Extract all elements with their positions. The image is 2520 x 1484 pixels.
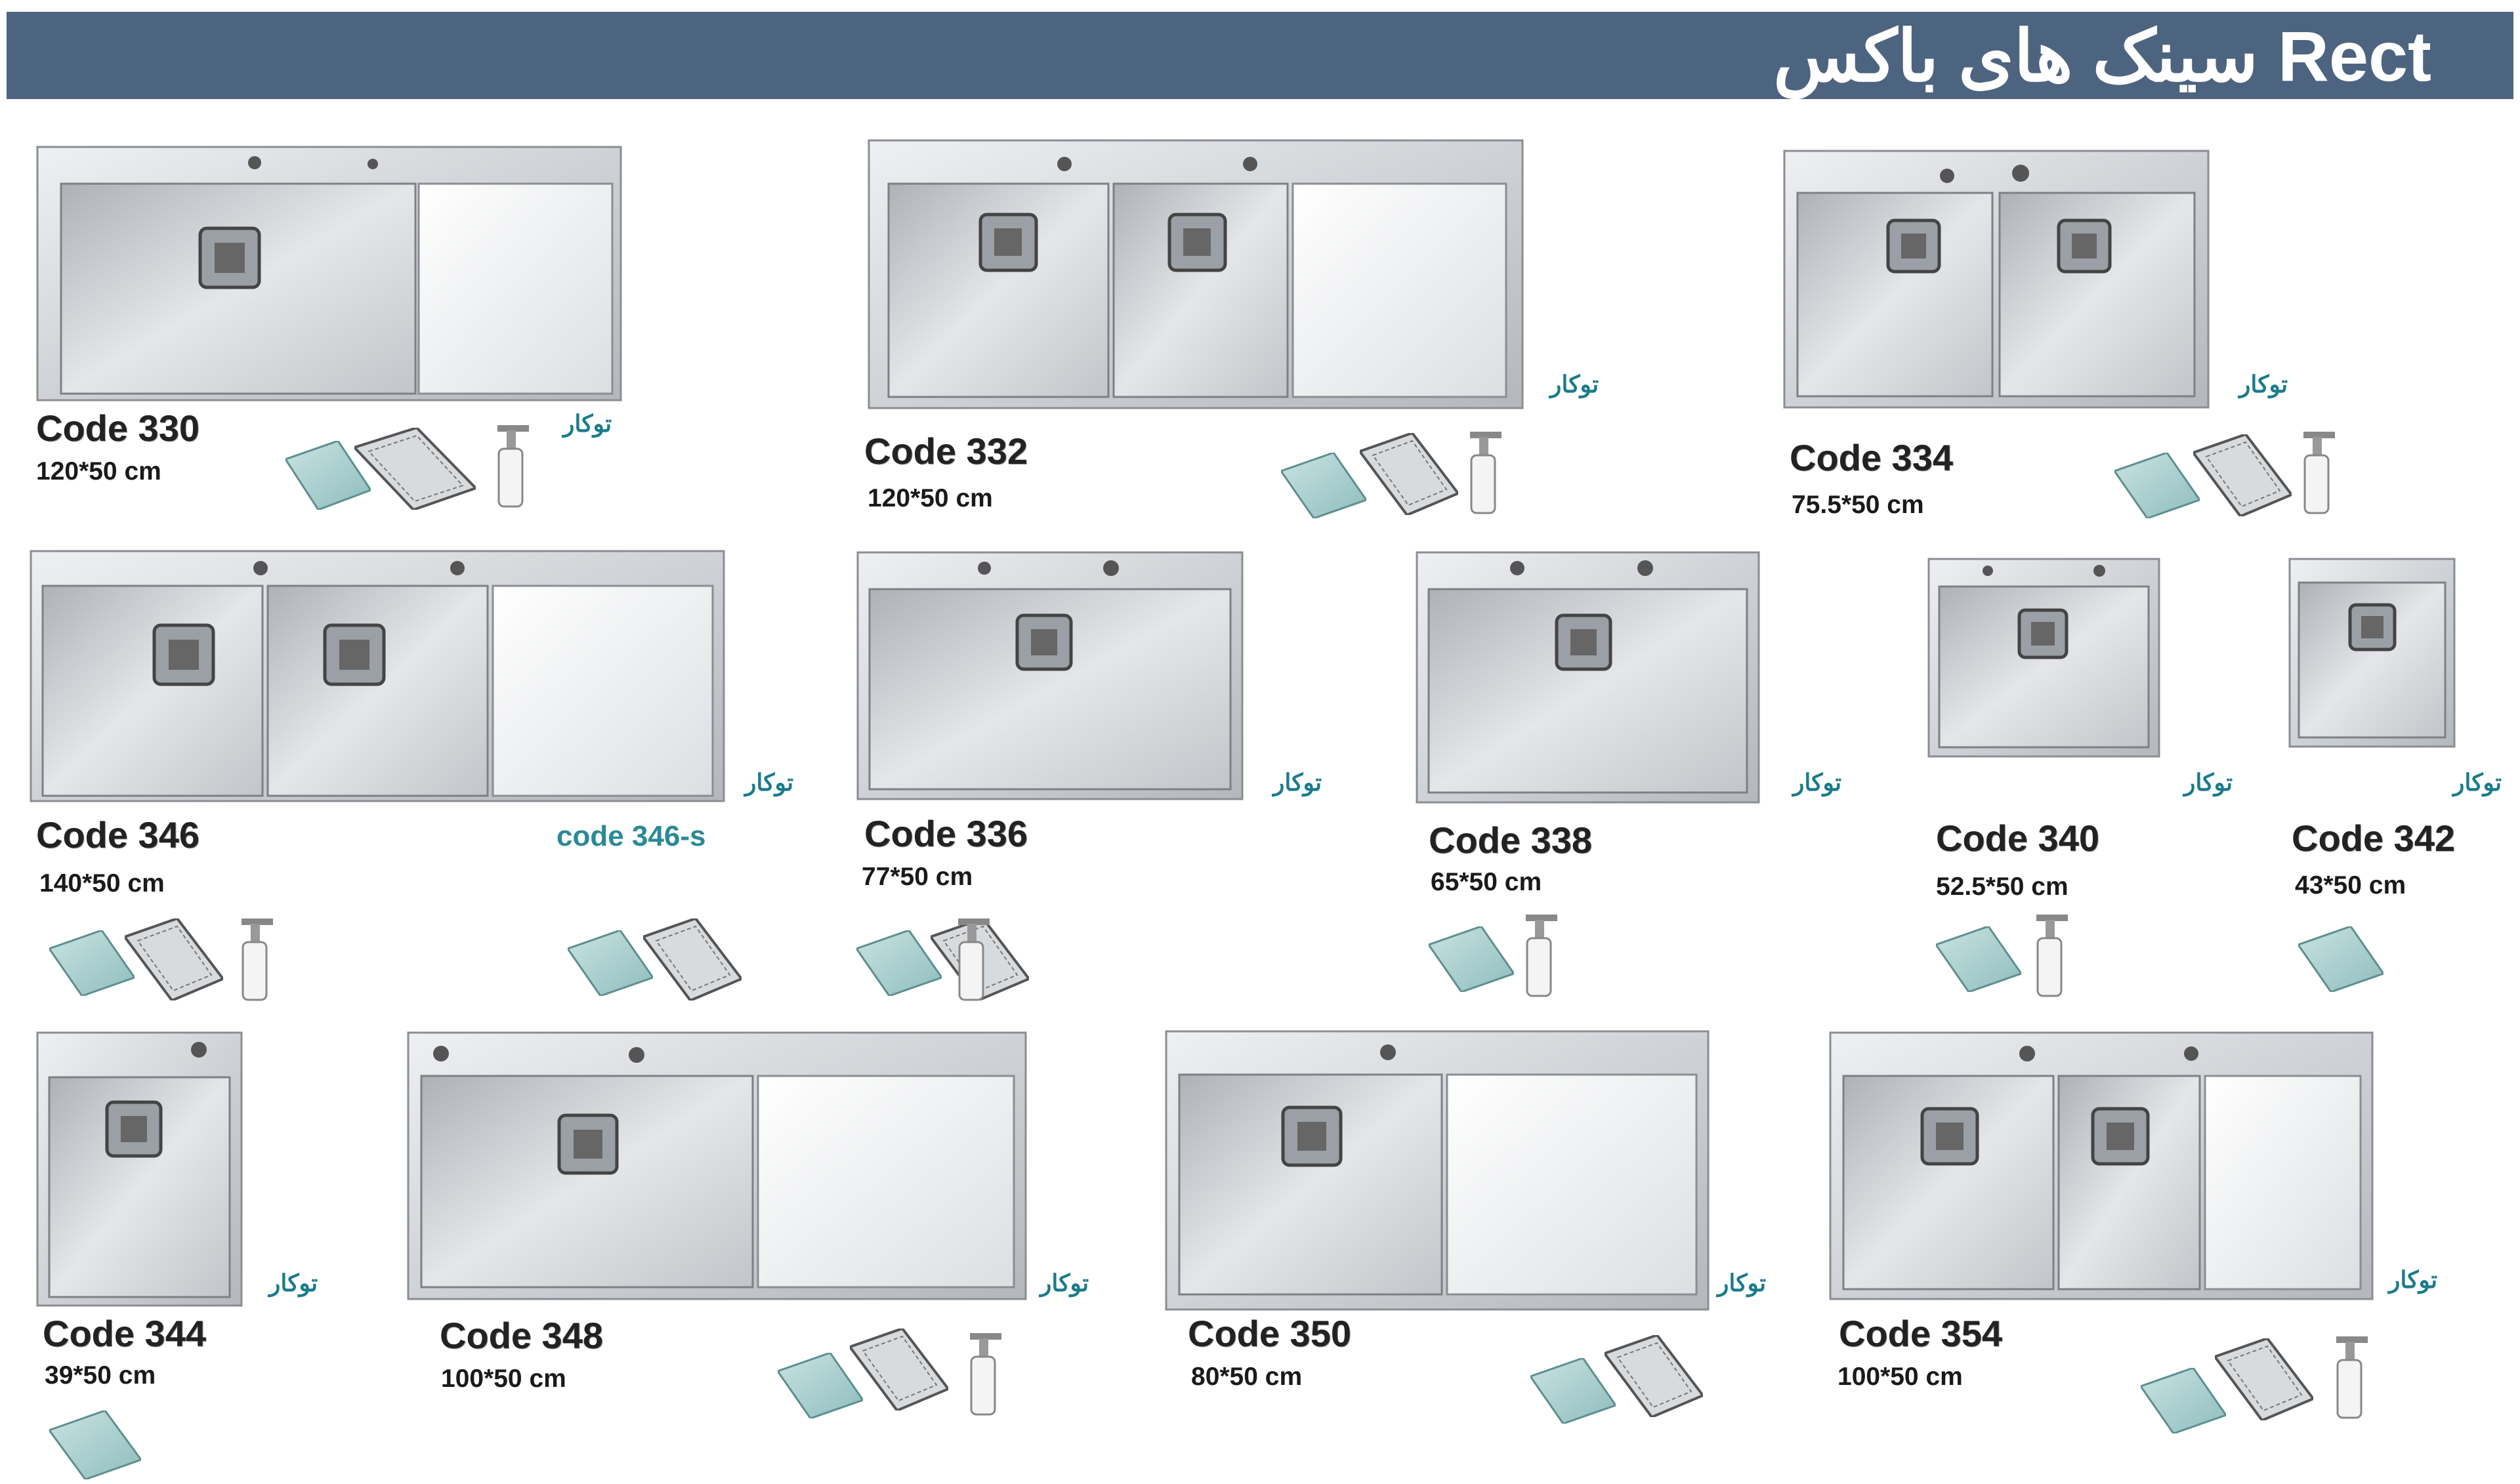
- sink-image: [1829, 1031, 2374, 1300]
- cutting-board-icon: [49, 930, 135, 996]
- soap-dispenser-icon: [1465, 430, 1504, 516]
- sink-image: [407, 1031, 1027, 1300]
- overlay-label: توکار: [563, 410, 612, 437]
- overlay-label: توکار: [1040, 1269, 1089, 1296]
- header-banner: سینک های باکس Rect: [7, 12, 2513, 99]
- product-code: Code 332: [864, 430, 1028, 472]
- sink-image: [2288, 558, 2456, 748]
- cutting-board-icon: [1281, 453, 1366, 518]
- drainer-tray-icon: [850, 1329, 948, 1411]
- overlay-label: توکار: [2389, 1266, 2438, 1293]
- overlay-label: توکار: [269, 1269, 318, 1296]
- overlay-label: توکار: [1273, 769, 1322, 796]
- cutting-board-icon: [285, 441, 371, 510]
- product-size: 77*50 cm: [862, 863, 973, 891]
- cutting-board-icon: [1530, 1358, 1616, 1424]
- soap-dispenser-icon: [2031, 913, 2070, 999]
- variant-code: code 346-s: [556, 820, 706, 852]
- drainer-tray-icon: [354, 428, 476, 510]
- drainer-tray-icon: [643, 918, 742, 1000]
- overlay-label: توکار: [1550, 371, 1599, 398]
- product-size: 140*50 cm: [39, 869, 165, 897]
- overlay-label: توکار: [1793, 769, 1842, 796]
- sink-image: [30, 550, 725, 802]
- drainer-tray-icon: [125, 918, 223, 1000]
- product-code: Code 336: [864, 813, 1028, 854]
- overlay-label: توکار: [2453, 769, 2502, 796]
- product-code: Code 354: [1839, 1313, 2002, 1354]
- cutting-board-icon: [49, 1411, 141, 1479]
- drainer-tray-icon: [2215, 1338, 2313, 1420]
- product-size: 43*50 cm: [2295, 871, 2406, 899]
- product-code: Code 344: [43, 1313, 206, 1354]
- soap-dispenser-icon: [1521, 913, 1560, 999]
- overlay-label: توکار: [745, 769, 794, 796]
- cutting-board-icon: [2114, 453, 2200, 518]
- product-size: 120*50 cm: [868, 484, 993, 512]
- product-size: 52.5*50 cm: [1936, 873, 2068, 901]
- cutting-board-icon: [1429, 926, 1514, 992]
- sink-image: [1783, 150, 2210, 409]
- overlay-label: توکار: [1717, 1269, 1767, 1296]
- product-size: 75.5*50 cm: [1792, 491, 1924, 519]
- sink-image: [1416, 551, 1760, 804]
- soap-dispenser-icon: [492, 424, 532, 509]
- cutting-board-icon: [856, 930, 942, 996]
- cutting-board-icon: [568, 930, 653, 996]
- sink-image: [856, 551, 1244, 800]
- cutting-board-icon: [2298, 926, 2384, 992]
- soap-dispenser-icon: [2331, 1335, 2370, 1420]
- product-code: Code 334: [1790, 437, 1953, 478]
- product-code: Code 330: [36, 407, 200, 449]
- product-size: 80*50 cm: [1191, 1363, 1303, 1391]
- cutting-board-icon: [2141, 1368, 2226, 1433]
- product-size: 39*50 cm: [45, 1361, 156, 1390]
- sink-image: [1927, 558, 2160, 758]
- product-size: 100*50 cm: [441, 1365, 566, 1393]
- drainer-tray-icon: [2193, 434, 2292, 516]
- product-size: 65*50 cm: [1431, 868, 1542, 896]
- drainer-tray-icon: [1360, 433, 1458, 515]
- product-code: Code 346: [36, 814, 200, 855]
- product-code: Code 342: [2292, 817, 2455, 859]
- product-code: Code 348: [440, 1315, 603, 1356]
- sink-image: [36, 1031, 243, 1307]
- soap-dispenser-icon: [953, 917, 992, 1002]
- overlay-label: توکار: [2239, 371, 2288, 398]
- drainer-tray-icon: [1605, 1335, 1703, 1417]
- soap-dispenser-icon: [965, 1332, 1004, 1417]
- cutting-board-icon: [1936, 926, 2021, 992]
- product-size: 120*50 cm: [36, 457, 161, 485]
- page-title: سینک های باکس Rect: [1773, 16, 2431, 96]
- overlay-label: توکار: [2184, 769, 2233, 796]
- product-size: 100*50 cm: [1838, 1363, 1963, 1391]
- product-code: Code 338: [1429, 819, 1592, 861]
- cutting-board-icon: [778, 1353, 863, 1418]
- sink-image: [868, 139, 1524, 409]
- product-code: Code 340: [1936, 817, 2099, 859]
- sink-image: [1165, 1030, 1710, 1311]
- product-code: Code 350: [1188, 1313, 1351, 1354]
- sink-image: [36, 146, 622, 402]
- soap-dispenser-icon: [2298, 430, 2338, 516]
- soap-dispenser-icon: [236, 917, 276, 1002]
